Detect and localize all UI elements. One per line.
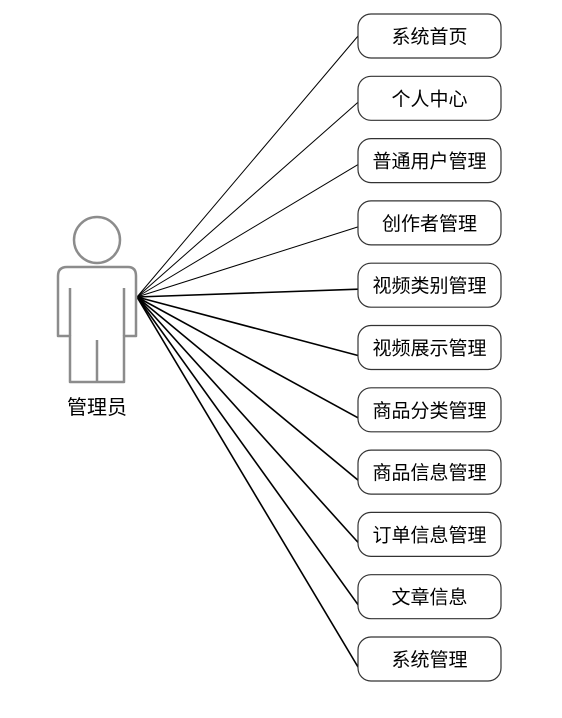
- use-case-box-frame: [357, 636, 502, 682]
- use-case-label: 商品分类管理: [372, 400, 486, 422]
- actor-name: 管理员: [67, 395, 127, 419]
- use-case-label: 系统管理: [391, 649, 467, 671]
- use-case-box-frame: [357, 449, 502, 495]
- use-case-box-frame: [357, 200, 502, 246]
- connector-line: [136, 35, 359, 298]
- use-case-box: 系统首页: [357, 13, 502, 59]
- connector-line: [136, 296, 359, 668]
- use-case-label: 商品信息管理: [372, 462, 486, 484]
- use-case-box: 创作者管理: [357, 200, 502, 246]
- use-case-box: 商品分类管理: [357, 387, 502, 433]
- use-case-box: 文章信息: [357, 574, 502, 620]
- use-case-box-frame: [357, 324, 502, 371]
- use-case-label: 创作者管理: [382, 213, 477, 235]
- actor-figure: [56, 215, 138, 384]
- connector-lines: [136, 35, 359, 668]
- use-case-box-frame: [357, 387, 502, 433]
- connector-line: [136, 288, 359, 298]
- connector-line: [136, 296, 359, 543]
- actor-head: [72, 215, 122, 265]
- connector-line: [136, 296, 359, 357]
- use-case-label: 视频类别管理: [372, 275, 486, 297]
- use-case-box: 系统管理: [357, 636, 502, 682]
- connector-line: [136, 164, 359, 298]
- use-case-label: 视频展示管理: [372, 338, 486, 360]
- use-case-box-frame: [357, 574, 502, 620]
- use-case-box-frame: [357, 75, 502, 121]
- use-case-box: 商品信息管理: [357, 449, 502, 495]
- use-case-box-frame: [357, 262, 502, 308]
- connector-line: [136, 296, 359, 481]
- use-case-box: 个人中心: [357, 75, 502, 121]
- use-case-label: 系统首页: [391, 26, 467, 48]
- use-case-box: 普通用户管理: [357, 138, 502, 184]
- use-case-label: 个人中心: [391, 88, 467, 110]
- use-case-list: 系统首页个人中心普通用户管理创作者管理视频类别管理视频展示管理商品分类管理商品信…: [357, 13, 502, 682]
- actor-body: [56, 265, 138, 384]
- connector-line: [136, 296, 359, 606]
- use-case-box-frame: [357, 13, 502, 59]
- use-case-box: 视频类别管理: [357, 262, 502, 308]
- use-case-label: 普通用户管理: [372, 151, 486, 173]
- use-case-label: 文章信息: [391, 587, 467, 609]
- use-case-box: 视频展示管理: [357, 324, 502, 371]
- use-case-label: 订单信息管理: [372, 524, 486, 546]
- connector-line: [136, 296, 359, 419]
- use-case-box-frame: [357, 138, 502, 184]
- use-case-box: 订单信息管理: [357, 511, 502, 558]
- connector-line: [136, 226, 359, 298]
- use-case-box-frame: [357, 511, 502, 558]
- connector-line: [136, 101, 359, 298]
